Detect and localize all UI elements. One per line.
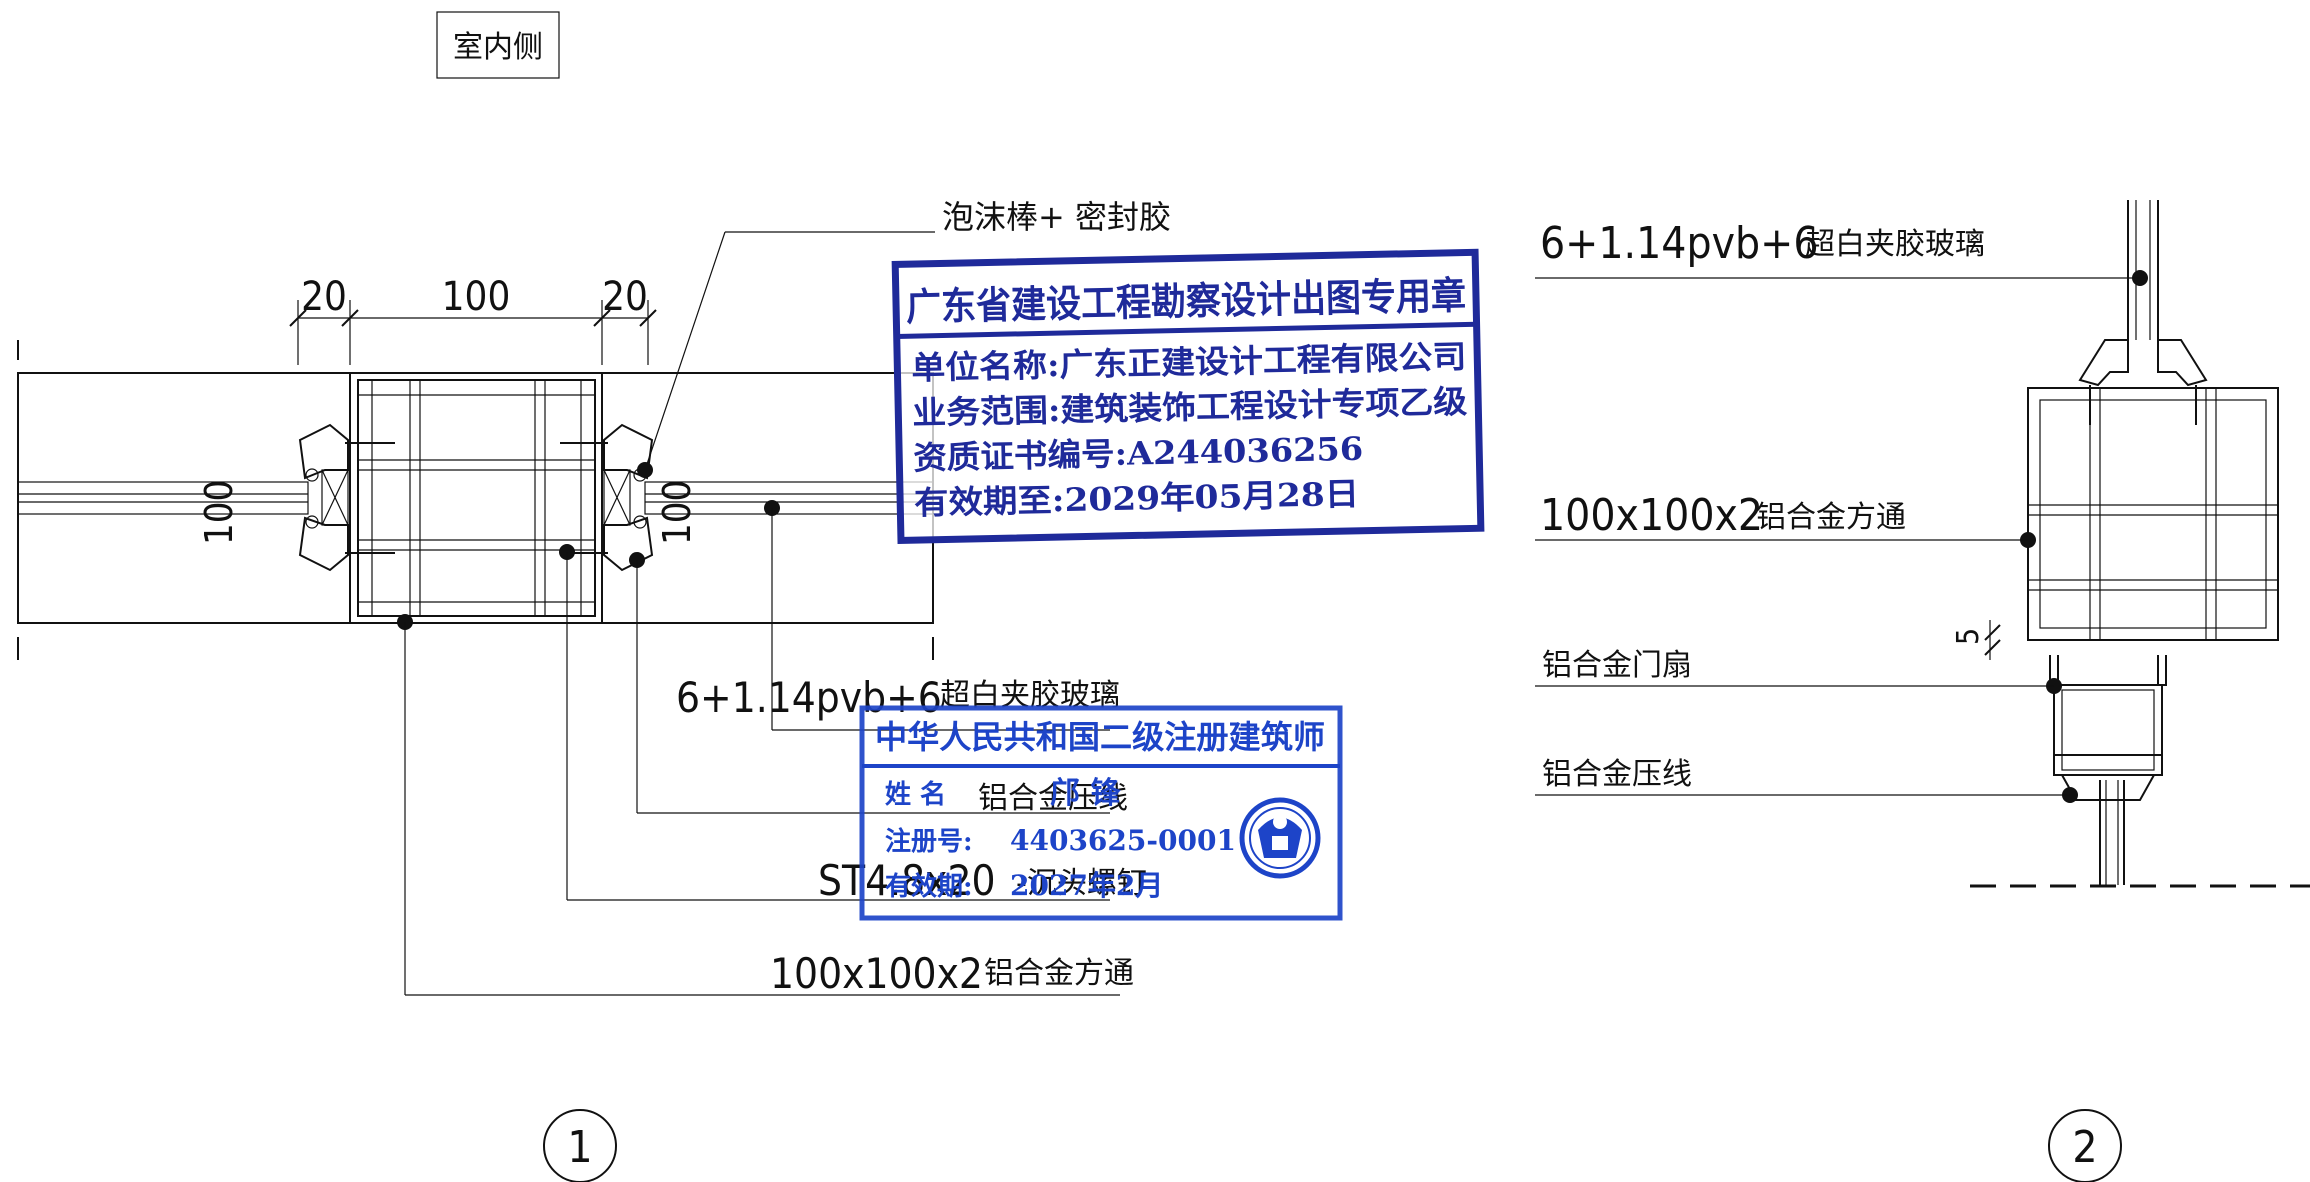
callout-2-number: 2	[2072, 1122, 2097, 1173]
stamp-design-validity: 有效期至:2029年05月28日	[914, 475, 1360, 522]
stamp-design-cert: 资质证书编号:A244036256	[913, 430, 1364, 477]
label-d1-glass-spec: 6+1.14pvb+6	[676, 673, 942, 722]
stamp-architect-title: 中华人民共和国二级注册建筑师	[875, 718, 1325, 756]
label-foam-sealant: 泡沫棒+ 密封胶	[942, 198, 1171, 236]
design-institute-stamp: 广东省建设工程勘察设计出图专用章 单位名称:广东正建设计工程有限公司 业务范围:…	[891, 248, 1485, 544]
stamp-architect-name: 邝 锋	[1050, 776, 1121, 811]
interior-side-label: 室内侧	[453, 30, 543, 65]
stamp-architect-valid-label: 有效期:	[885, 871, 973, 902]
dim-20-left: 20	[301, 274, 347, 320]
detail1-leaders: 泡沫棒+ 密封胶 6+1.14pvb+6 超白夹胶玻璃 铝合金压线 ST4.8x…	[397, 198, 1171, 998]
label-screw-spec: ST4.8x20	[818, 856, 996, 905]
detail1-section: 100 100	[17, 340, 934, 660]
dim-20-right: 20	[602, 274, 648, 320]
detail2-leaders: 6+1.14pvb+6 超白夹胶玻璃 100x100x2 铝合金方通 铝合金门扇…	[1535, 218, 2148, 803]
interior-side-tag: 室内侧	[436, 11, 560, 79]
architect-stamp: 中华人民共和国二级注册建筑师 姓 名 邝 锋 注册号: 4403625-0001…	[859, 705, 1343, 921]
label-d2-pressure-line: 铝合金压线	[1542, 757, 1692, 792]
label-d2-tube-spec: 100x100x2	[1540, 490, 1763, 541]
label-d1-pressure-line: 铝合金压线	[978, 781, 1128, 816]
stamp-architect-valid: 2027年2月	[1010, 869, 1163, 902]
detail1-dimensions: 20 100 20	[289, 274, 657, 365]
callout-2: 2	[2048, 1109, 2122, 1182]
side-dim-left: 100	[197, 480, 241, 545]
label-d2-glass-type: 超白夹胶玻璃	[1805, 227, 1985, 262]
dim-100: 100	[442, 274, 511, 320]
side-dim-right: 100	[655, 480, 699, 545]
label-d1-tube-spec: 100x100x2	[770, 949, 983, 998]
callout-1-number: 1	[567, 1122, 592, 1173]
label-screw-type: -沉头螺钉	[1016, 866, 1147, 901]
stamp-architect-reg-label: 注册号:	[885, 826, 973, 857]
stamp-architect-reg: 4403625-0001	[1010, 824, 1236, 857]
callout-1: 1	[543, 1109, 617, 1182]
label-d2-glass-spec: 6+1.14pvb+6	[1540, 218, 1819, 269]
dim-gap-5: 5	[1951, 628, 1986, 645]
label-d2-tube-type: 铝合金方通	[1756, 500, 1906, 535]
stamp-emblem	[1239, 797, 1321, 879]
detail2-section: 5	[1951, 200, 2310, 888]
label-door-leaf: 铝合金门扇	[1542, 648, 1692, 683]
label-d1-tube-type: 铝合金方通	[984, 956, 1134, 991]
stamp-architect-name-label: 姓 名	[885, 779, 946, 810]
